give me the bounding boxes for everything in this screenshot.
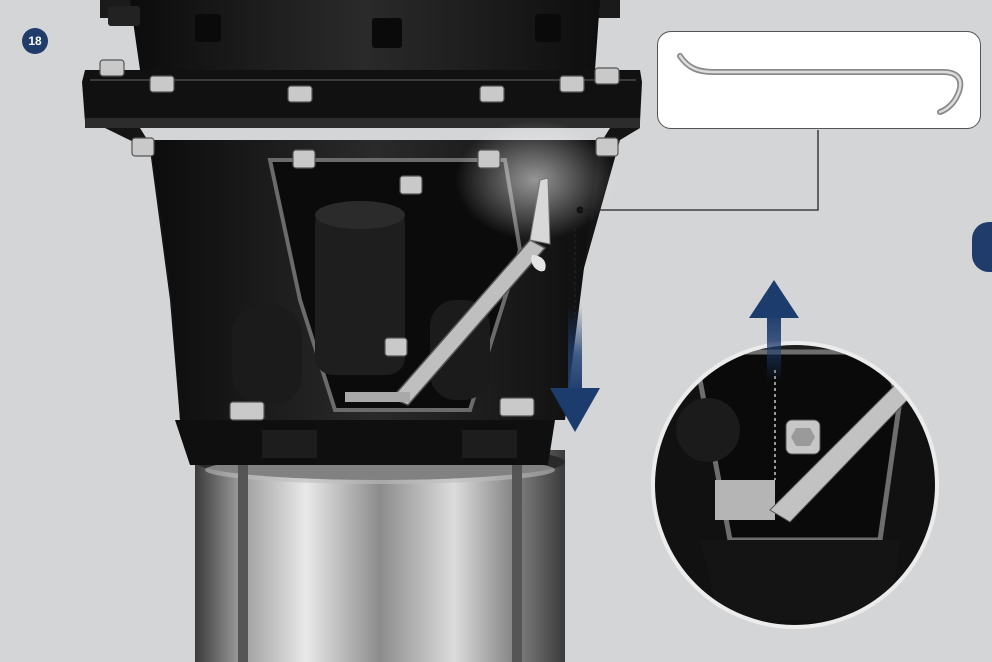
side-navigation-tab[interactable] xyxy=(972,222,992,272)
motor-housing xyxy=(100,0,620,70)
flange xyxy=(82,70,642,128)
hook-tool-in-pump xyxy=(345,177,551,406)
hook-tool-icon xyxy=(677,53,964,115)
motor-stool xyxy=(105,120,640,420)
pump-sleeve xyxy=(195,444,565,662)
step-number-badge: 18 xyxy=(22,28,48,54)
lower-collar xyxy=(175,420,555,465)
arrow-down-icon xyxy=(550,305,600,432)
tool-callout-box xyxy=(657,31,981,129)
arrow-up-icon xyxy=(749,280,799,382)
bolts xyxy=(99,59,620,421)
callout-leader xyxy=(576,130,819,214)
detail-zoom-circle xyxy=(651,341,939,629)
